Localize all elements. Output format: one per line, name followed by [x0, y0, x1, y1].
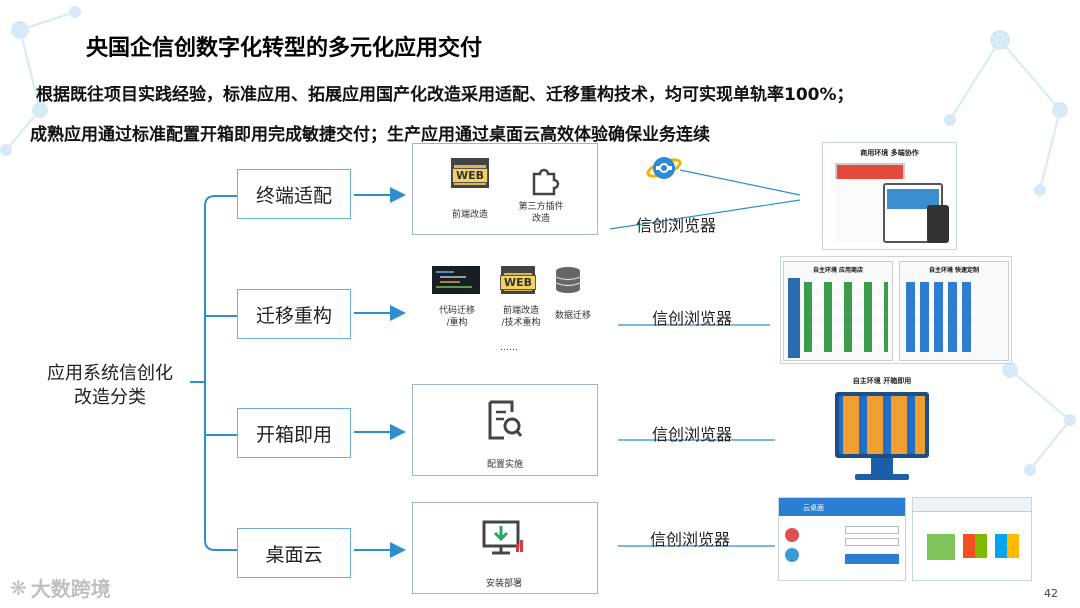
app-box-desktop-cloud: [412, 502, 598, 594]
category-terminal-adaptation: 终端适配: [237, 169, 351, 219]
browser-label-2: 信创浏览器: [652, 309, 733, 328]
caption-frontend: 前端改造: [451, 210, 488, 220]
watermark: ❋ 大数跨境: [10, 575, 111, 602]
ie-browser-icon: [646, 157, 682, 179]
page-number: 42: [1044, 587, 1058, 600]
browser-label-1: 信创浏览器: [636, 216, 717, 235]
app-box-terminal: [412, 143, 598, 235]
description-line-1: 根据既往项目实践经验，标准应用、拓展应用国产化改造采用适配、迁移重构技术，均可实…: [36, 85, 854, 105]
code-screen-icon: [432, 266, 480, 294]
root-category-label: 应用系统信创化 改造分类: [47, 363, 173, 408]
caption-plugin: 第三方插件 改造: [518, 202, 564, 224]
screenshot-monitor: 自主环境 开箱即用: [831, 376, 933, 491]
caption-frontend-refactor: 前端改造 /技术重构: [501, 306, 541, 328]
puzzle-icon: [532, 168, 560, 196]
web-icon: WEB: [451, 158, 489, 188]
screenshot-cloud-desktop: [912, 497, 1032, 581]
browser-label-3: 信创浏览器: [652, 425, 733, 444]
screenshot-multi-device: 商用环境 多端协作: [822, 142, 957, 250]
caption-data-migration: 数据迁移: [554, 311, 591, 321]
description-line-2: 成熟应用通过标准配置开箱即用完成敏捷交付；生产应用通过桌面云高效体验确保业务连续: [30, 125, 710, 145]
screenshot-cloud-login: 云桌面: [778, 497, 906, 581]
watermark-logo-icon: ❋: [10, 575, 27, 600]
caption-config: 配置实施: [486, 460, 523, 470]
download-monitor-icon: [482, 520, 523, 555]
browser-label-4: 信创浏览器: [650, 530, 731, 549]
category-migration-refactor: 迁移重构: [237, 289, 351, 339]
screenshot-app-store: 自主环境 应用商店 自主环境 快速定制: [780, 256, 1012, 364]
ellipsis: ……: [500, 343, 518, 353]
category-out-of-box: 开箱即用: [237, 408, 351, 458]
database-icon: [555, 267, 581, 293]
web-icon: WEB: [499, 266, 537, 294]
category-desktop-cloud: 桌面云: [237, 528, 351, 578]
config-doc-icon: [488, 400, 522, 440]
caption-code-migration: 代码迁移 /重构: [438, 306, 475, 328]
page-title: 央国企信创数字化转型的多元化应用交付: [86, 36, 483, 61]
caption-install: 安装部署: [485, 579, 522, 589]
